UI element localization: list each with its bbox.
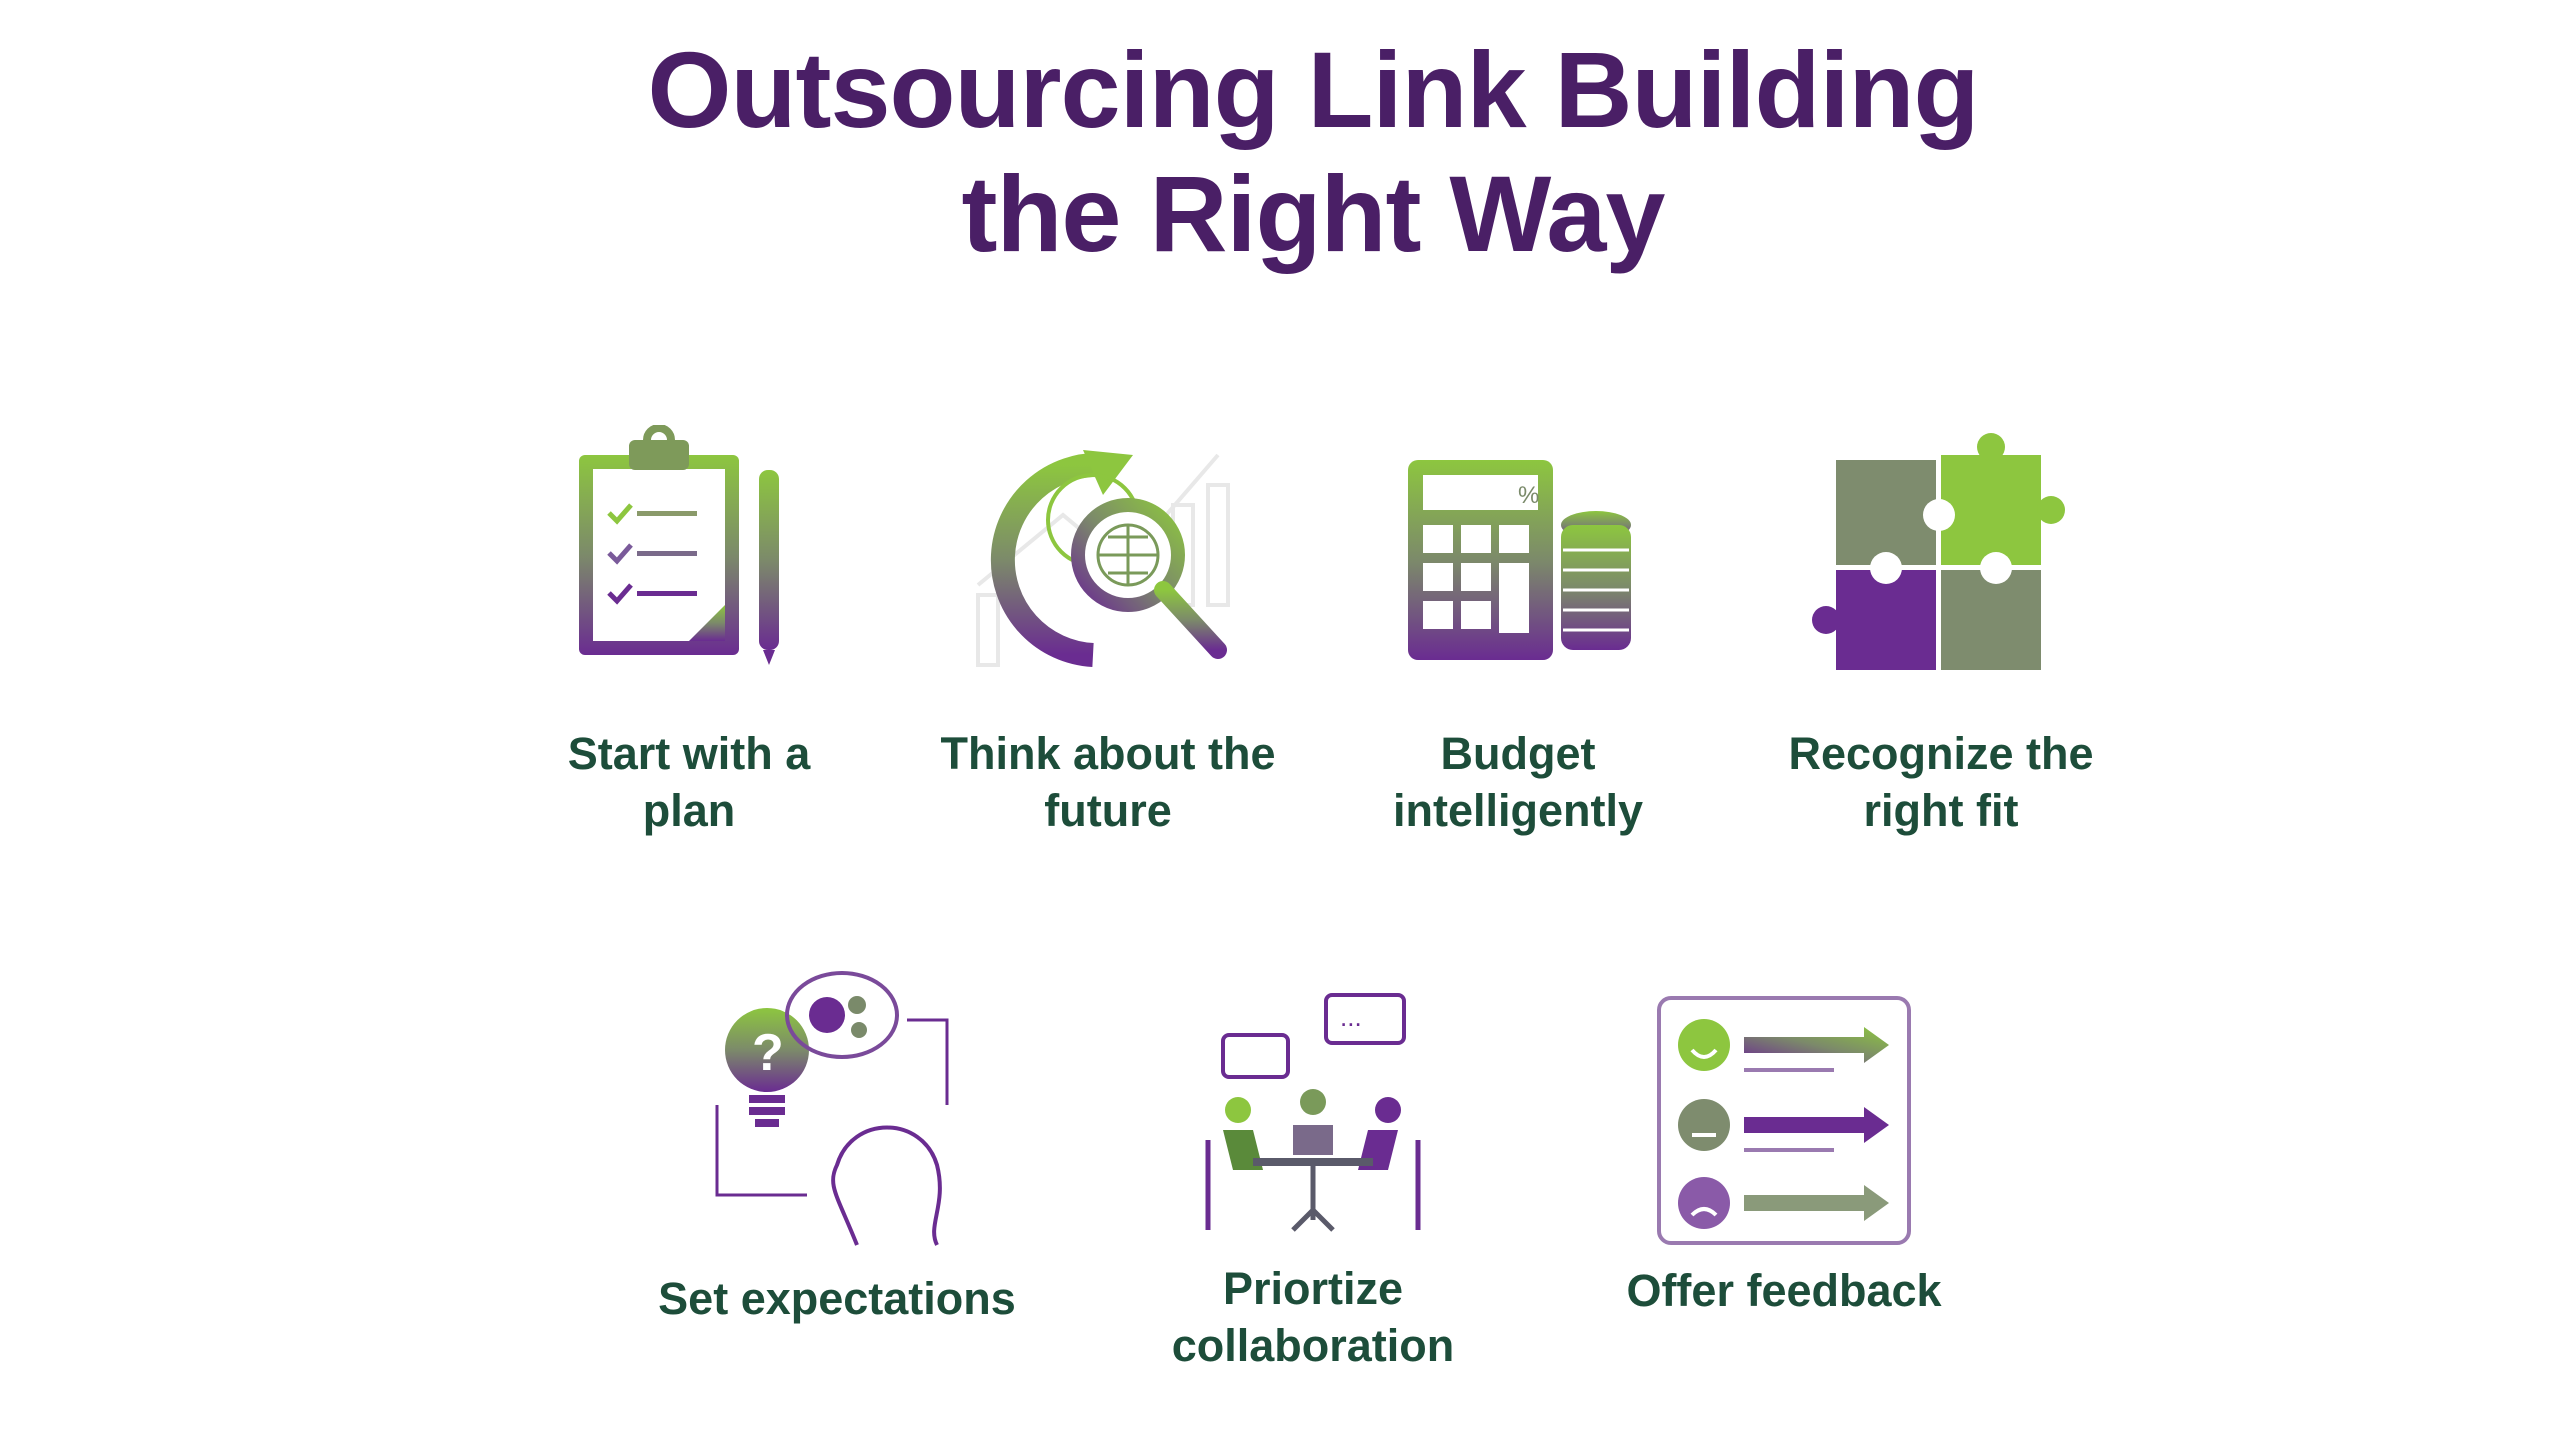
page-title: Outsourcing Link Building the Right Way	[66, 28, 2560, 276]
svg-text:%: %	[1518, 482, 1539, 509]
item-budget-intelligently: % Budget intelligently	[1308, 425, 1728, 839]
item-start-with-a-plan: Start with a plan	[479, 425, 899, 839]
item-recognize-the-right-fit: Recognize the right fit	[1731, 425, 2151, 839]
item-label: Think about the future	[898, 725, 1318, 839]
item-set-expectations: ? Set expectations	[627, 965, 1047, 1327]
label-line-2: intelligently	[1392, 785, 1644, 836]
svg-text:...: ...	[1340, 1002, 1362, 1032]
title-line-2: the Right Way	[961, 153, 1666, 274]
label-line-1: Set expectations	[658, 1273, 1016, 1324]
label-line-1: Recognize the	[1788, 728, 2094, 779]
item-think-about-the-future: Think about the future	[898, 425, 1318, 839]
item-label: Budget intelligently	[1308, 725, 1728, 839]
label-line-1: Priortize	[1222, 1263, 1404, 1314]
svg-text:?: ?	[752, 1024, 784, 1082]
clipboard-checklist-icon	[579, 425, 779, 665]
label-line-2: future	[1044, 785, 1172, 836]
item-label: Offer feedback	[1574, 1262, 1994, 1319]
label-line-2: collaboration	[1171, 1320, 1455, 1371]
item-label: Start with a plan	[479, 725, 899, 839]
calculator-coins-icon: %	[1408, 460, 1631, 660]
label-line-1: Think about the	[940, 728, 1276, 779]
title-line-1: Outsourcing Link Building	[647, 29, 1980, 150]
feedback-faces-icon	[1657, 996, 1911, 1245]
label-line-1: Offer feedback	[1626, 1265, 1942, 1316]
label-line-1: Budget	[1440, 728, 1596, 779]
label-line-2: plan	[642, 785, 736, 836]
label-line-1: Start with a	[567, 728, 811, 779]
item-offer-feedback: Offer feedback	[1574, 995, 1994, 1319]
puzzle-pieces-icon	[1812, 433, 2065, 670]
globe-magnifier-growth-icon	[976, 450, 1230, 667]
item-label: Recognize the right fit	[1731, 725, 2151, 839]
lightbulb-head-gears-icon: ?	[715, 971, 949, 1246]
item-prioritize-collaboration: ... Priortize collaboration	[1103, 990, 1523, 1374]
item-label: Priortize collaboration	[1103, 1260, 1523, 1374]
label-line-2: right fit	[1863, 785, 2019, 836]
team-meeting-icon: ...	[1205, 993, 1421, 1232]
item-label: Set expectations	[627, 1270, 1047, 1327]
